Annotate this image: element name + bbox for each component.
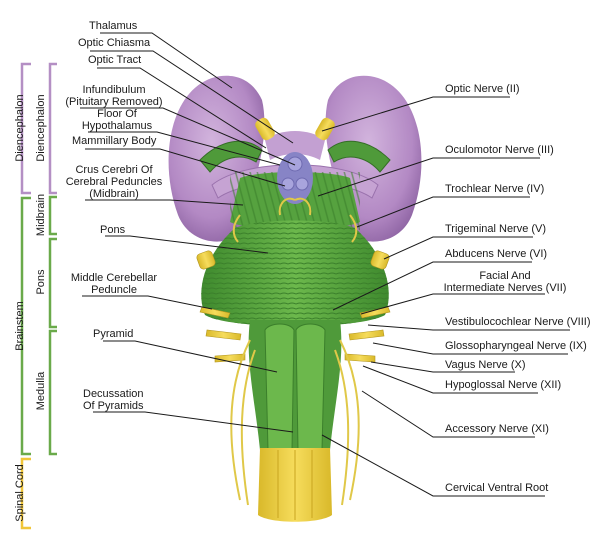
label-optic-chiasma: Optic Chiasma	[78, 37, 151, 49]
leader-trigeminal	[383, 236, 533, 260]
leader-abducens	[332, 261, 532, 311]
leader-crus-cerebri	[85, 199, 244, 206]
bracket-inner-medulla	[48, 329, 57, 456]
label-abducens-nerve: Abducens Nerve (VI)	[445, 248, 548, 260]
bracket-outer-brainstem	[20, 196, 31, 456]
leader-oculomotor	[317, 157, 540, 197]
leader-cervical-root	[321, 434, 545, 497]
region-label-inner-diencephalon: Diencephalon	[35, 94, 47, 162]
label-decussation-line1: Decussation	[83, 388, 144, 400]
bracket-inner-pons	[48, 237, 57, 329]
leader-optic-tract	[97, 67, 267, 149]
label-thalamus: Thalamus	[89, 20, 138, 32]
leader-trochlear	[356, 196, 530, 228]
label-accessory-nerve: Accessory Nerve (XI)	[445, 423, 549, 435]
region-label-outer-diencephalon: Diencephalon	[14, 94, 26, 162]
label-crus-line3: (Midbrain)	[89, 188, 139, 200]
mammillary-body	[277, 152, 313, 204]
label-crus-line1: Crus Cerebri Of	[75, 164, 153, 176]
leader-accessory	[361, 390, 535, 438]
label-facial-nerve: Facial And Intermediate Nerves (VII)	[440, 270, 570, 294]
label-vagus-nerve: Vagus Nerve (X)	[445, 359, 526, 371]
label-facial-line1: Facial And	[479, 270, 531, 282]
region-label-inner-medulla: Medulla	[35, 371, 47, 411]
leader-pyramid	[103, 340, 278, 373]
label-mcp-line1: Middle Cerebellar	[70, 272, 158, 284]
label-infundibulum-line2: (Pituitary Removed)	[65, 96, 163, 108]
label-mcp-line2: Peduncle	[91, 284, 137, 296]
label-vestibulocochlear-nerve: Vestibulocochlear Nerve (VIII)	[445, 316, 591, 328]
bracket-inner-diencephalon	[48, 62, 57, 195]
leader-vagus	[370, 361, 515, 373]
label-glossopharyngeal-nerve: Glossopharyngeal Nerve (IX)	[445, 340, 587, 352]
bracket-inner-midbrain	[48, 195, 57, 236]
label-infundibulum: Infundibulum (Pituitary Removed)	[64, 84, 164, 108]
leader-optic-chiasma	[90, 50, 294, 144]
leader-glossopharyngeal	[372, 342, 568, 355]
label-trochlear-nerve: Trochlear Nerve (IV)	[445, 183, 545, 195]
leader-facial	[360, 293, 545, 315]
label-crus-cerebri: Crus Cerebri Of Cerebral Peduncles (Midb…	[64, 164, 164, 200]
label-cervical-ventral-root: Cervical Ventral Root	[445, 482, 549, 494]
label-decussation-line2: Of Pyramids	[83, 400, 144, 412]
leader-optic-nerve	[321, 96, 510, 132]
leader-vestibulocochlear	[367, 324, 570, 331]
label-infundibulum-line1: Infundibulum	[82, 84, 146, 96]
label-facial-line2: Intermediate Nerves (VII)	[443, 282, 567, 294]
region-label-inner-pons: Pons	[35, 269, 47, 295]
leader-thalamus	[100, 32, 233, 89]
leader-infundibulum	[80, 107, 296, 166]
leader-mcp	[82, 295, 213, 310]
region-label-outer-spinal-cord: Spinal Cord	[14, 464, 26, 522]
label-optic-tract: Optic Tract	[88, 54, 142, 66]
region-label-outer-brainstem: Brainstem	[14, 301, 26, 351]
label-middle-cerebellar-peduncle: Middle Cerebellar Peduncle	[66, 272, 162, 296]
label-mammillary-body: Mammillary Body	[72, 135, 157, 147]
label-pyramid: Pyramid	[93, 328, 134, 340]
label-crus-line2: Cerebral Peduncles	[65, 176, 163, 188]
label-floor-hypothalamus: Floor Of Hypothalamus	[72, 108, 162, 132]
region-brackets	[20, 62, 57, 530]
leader-mammillary	[85, 148, 286, 187]
label-decussation: Decussation Of Pyramids	[83, 388, 144, 412]
label-floor-line2: Hypothalamus	[81, 120, 153, 132]
leader-pons	[105, 235, 269, 254]
leader-decussation	[93, 411, 294, 433]
pyramid-right	[295, 323, 326, 451]
label-floor-line1: Floor Of	[97, 108, 137, 120]
label-hypoglossal-nerve: Hypoglossal Nerve (XII)	[445, 379, 562, 391]
label-trigeminal-nerve: Trigeminal Nerve (V)	[445, 223, 547, 235]
leader-floor-hypothalamus	[88, 131, 281, 166]
label-oculomotor-nerve: Oculomotor Nerve (III)	[445, 144, 554, 156]
pyramid-left	[264, 323, 295, 451]
bracket-outer-spinal-cord	[20, 457, 31, 530]
optic-chiasm	[265, 131, 325, 160]
bracket-outer-diencephalon	[20, 62, 31, 195]
label-pons: Pons	[100, 224, 126, 236]
label-optic-nerve: Optic Nerve (II)	[445, 83, 520, 95]
leader-hypoglossal	[362, 365, 538, 394]
